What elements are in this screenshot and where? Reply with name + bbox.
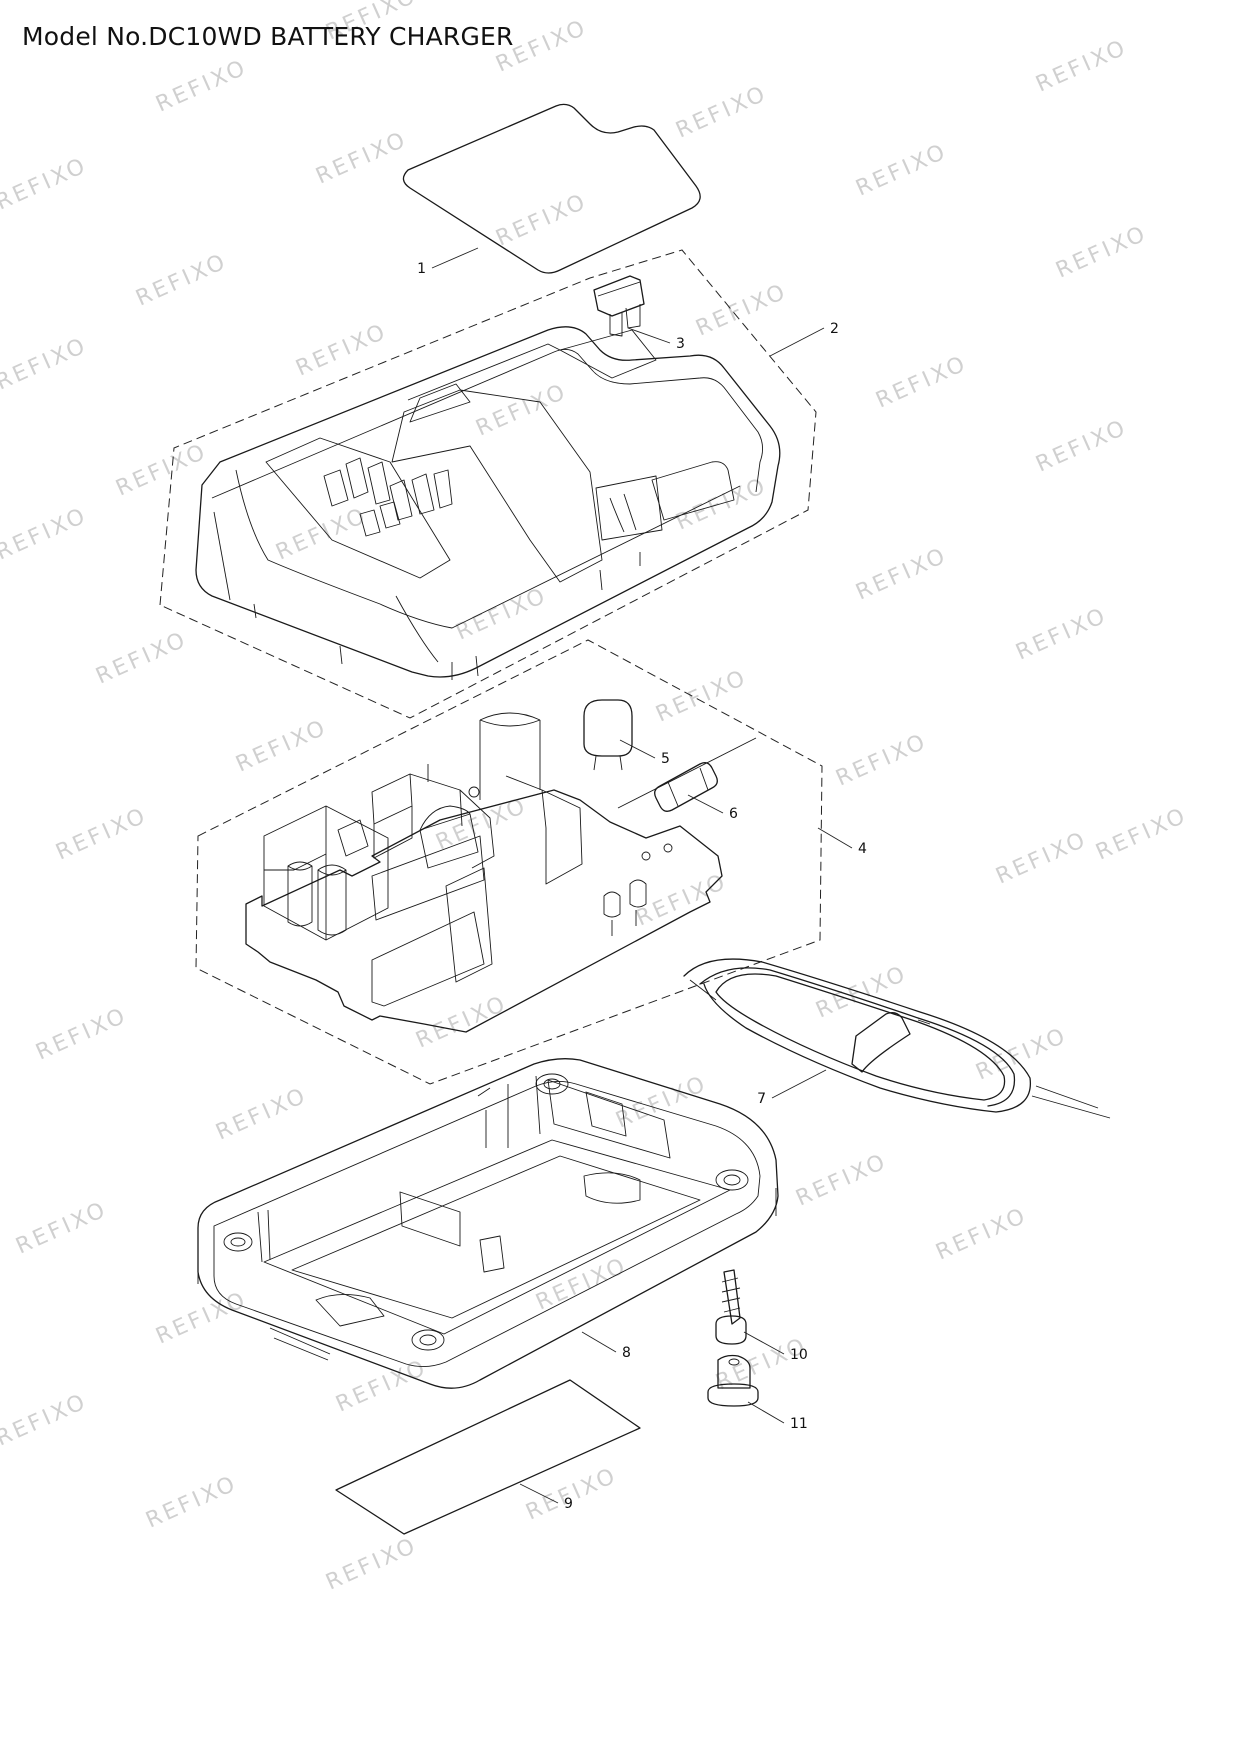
watermark-text: REFIXO bbox=[272, 503, 371, 565]
part-9-bottom-label bbox=[335, 1379, 641, 1535]
watermark-text: REFIXO bbox=[0, 503, 91, 565]
part-number-11: 11 bbox=[790, 1416, 808, 1432]
watermark-text: REFIXO bbox=[132, 249, 231, 311]
watermark-text: REFIXO bbox=[972, 1023, 1071, 1085]
part-number-10: 10 bbox=[790, 1347, 808, 1363]
watermark-text: REFIXO bbox=[232, 715, 331, 777]
watermark-text: REFIXO bbox=[1032, 415, 1131, 477]
leader-line-4 bbox=[817, 827, 853, 849]
part-number-3: 3 bbox=[676, 336, 685, 352]
watermark-text: REFIXO bbox=[522, 1463, 621, 1525]
watermark-text: REFIXO bbox=[0, 333, 91, 395]
upper-housing bbox=[195, 326, 781, 680]
watermark-layer: REFIXO REFIXO REFIXO REFIXO REFIXO REFIXO REFI… bbox=[0, 0, 1191, 1595]
leader-line-8 bbox=[581, 1331, 617, 1353]
watermark-text: REFIXO bbox=[632, 869, 731, 931]
watermark-text: REFIXO bbox=[832, 729, 931, 791]
watermark-text: REFIXO bbox=[322, 1533, 421, 1595]
leader-line-1 bbox=[431, 247, 479, 269]
watermark-text: REFIXO bbox=[0, 1389, 91, 1451]
leader-line-6 bbox=[687, 794, 724, 814]
leader-line-10 bbox=[743, 1331, 785, 1355]
watermark-text: REFIXO bbox=[672, 473, 771, 535]
watermark-text: REFIXO bbox=[1032, 35, 1131, 97]
part-number-9: 9 bbox=[564, 1496, 573, 1512]
watermark-text: REFIXO bbox=[1092, 803, 1191, 865]
part-5-capacitor bbox=[583, 699, 633, 771]
leader-line-3 bbox=[627, 327, 671, 344]
watermark-text: REFIXO bbox=[142, 1471, 241, 1533]
part-3-clip bbox=[593, 275, 645, 337]
watermark-text: REFIXO bbox=[1012, 603, 1111, 665]
watermark-text: REFIXO bbox=[472, 379, 571, 441]
watermark-text: REFIXO bbox=[612, 1071, 711, 1133]
part-number-2: 2 bbox=[830, 321, 839, 337]
leader-line-7 bbox=[771, 1069, 827, 1099]
watermark-text: REFIXO bbox=[852, 139, 951, 201]
leader-line-5 bbox=[619, 739, 656, 759]
watermark-text: REFIXO bbox=[792, 1149, 891, 1211]
watermark-text: REFIXO bbox=[32, 1003, 131, 1065]
watermark-text: REFIXO bbox=[292, 319, 391, 381]
watermark-text: REFIXO bbox=[672, 81, 771, 143]
watermark-text: REFIXO bbox=[652, 665, 751, 727]
part-number-7: 7 bbox=[757, 1091, 766, 1107]
pcb-assembly bbox=[245, 712, 723, 1033]
part-1-label-sheet bbox=[402, 103, 701, 274]
watermark-text: REFIXO bbox=[152, 1287, 251, 1349]
part-number-8: 8 bbox=[622, 1345, 631, 1361]
watermark-text: REFIXO bbox=[0, 153, 91, 215]
part-10-screw bbox=[715, 1269, 747, 1345]
part-number-5: 5 bbox=[661, 751, 670, 767]
part-7-cord bbox=[683, 958, 1111, 1119]
watermark-text: REFIXO bbox=[692, 279, 791, 341]
watermark-text: REFIXO bbox=[92, 627, 191, 689]
part-6-fuse bbox=[617, 737, 757, 812]
watermark-text: REFIXO bbox=[412, 991, 511, 1053]
watermark-text: REFIXO bbox=[112, 439, 211, 501]
watermark-text: REFIXO bbox=[212, 1083, 311, 1145]
watermark-text: REFIXO bbox=[152, 55, 251, 117]
watermark-text: REFIXO bbox=[992, 827, 1091, 889]
part-number-1: 1 bbox=[417, 261, 426, 277]
watermark-text: REFIXO bbox=[52, 803, 151, 865]
leader-line-2 bbox=[769, 327, 825, 357]
watermark-text: REFIXO bbox=[1052, 221, 1151, 283]
part-2-assembly-outline bbox=[159, 249, 817, 719]
callout-layer: 1 2 3 4 5 6 7 8 9 10 11 bbox=[417, 247, 867, 1512]
leader-line-11 bbox=[747, 1401, 785, 1424]
watermark-text: REFIXO bbox=[312, 127, 411, 189]
watermark-text: REFIXO bbox=[432, 793, 531, 855]
watermark-text: REFIXO bbox=[932, 1203, 1031, 1265]
watermark-text: REFIXO bbox=[872, 351, 971, 413]
watermark-text: REFIXO bbox=[452, 583, 551, 645]
watermark-text: REFIXO bbox=[852, 543, 951, 605]
watermark-text: REFIXO bbox=[332, 1355, 431, 1417]
part-11-foot bbox=[707, 1354, 759, 1407]
page-title: Model No.DC10WD BATTERY CHARGER bbox=[22, 22, 514, 51]
watermark-text: REFIXO bbox=[12, 1197, 111, 1259]
part-8-base-housing bbox=[197, 1058, 779, 1389]
watermark-text: REFIXO bbox=[492, 189, 591, 251]
leader-line-9 bbox=[519, 1483, 559, 1504]
part-4-assembly-outline bbox=[195, 639, 823, 1085]
watermark-text: REFIXO bbox=[712, 1333, 811, 1395]
part-number-4: 4 bbox=[858, 841, 867, 857]
part-number-6: 6 bbox=[729, 806, 738, 822]
